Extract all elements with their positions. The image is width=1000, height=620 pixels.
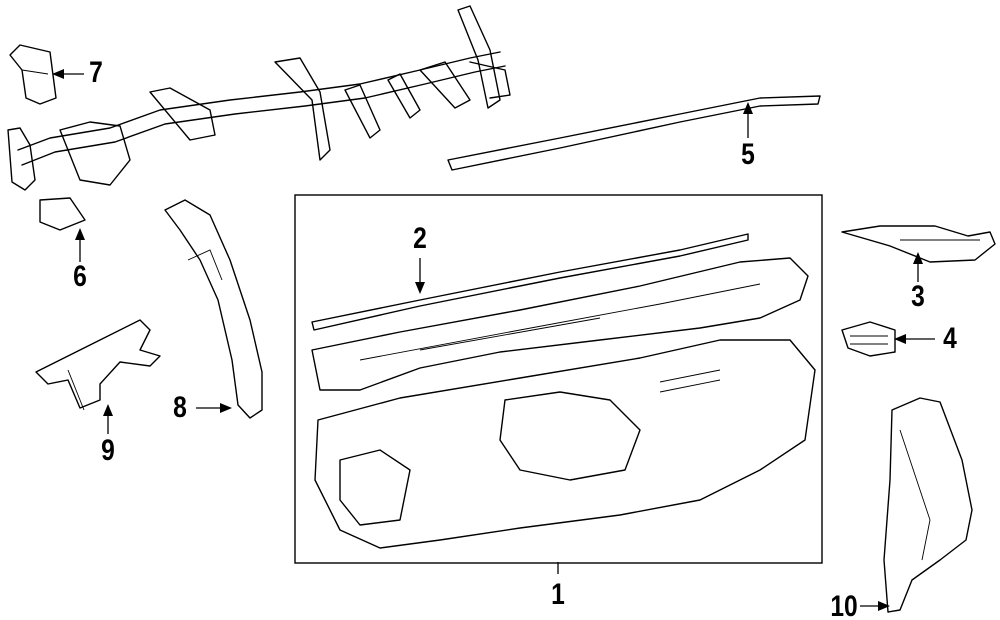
cross-car-beam xyxy=(7,5,511,231)
assembly-box xyxy=(294,194,823,564)
callout-7: 7 xyxy=(89,56,103,89)
leader-lines xyxy=(52,69,935,611)
brace-8 xyxy=(164,199,263,419)
callout-9: 9 xyxy=(101,434,115,467)
lower-panel xyxy=(314,339,816,549)
pad-strip-2 xyxy=(311,233,749,331)
callout-5: 5 xyxy=(741,138,755,171)
vent-4 xyxy=(841,321,896,357)
callout-1: 1 xyxy=(551,578,565,611)
callout-4: 4 xyxy=(943,322,957,355)
callout-6: 6 xyxy=(73,260,87,293)
trim-strip-5 xyxy=(447,95,821,171)
side-panel-10 xyxy=(883,397,973,613)
callout-2: 2 xyxy=(413,222,427,255)
callout-10: 10 xyxy=(830,590,858,620)
cover-3 xyxy=(841,225,996,263)
upper-panel xyxy=(311,257,809,391)
bracket-7 xyxy=(9,44,57,105)
bracket-9 xyxy=(35,319,161,411)
callout-3: 3 xyxy=(911,280,925,313)
callout-8: 8 xyxy=(173,391,187,424)
